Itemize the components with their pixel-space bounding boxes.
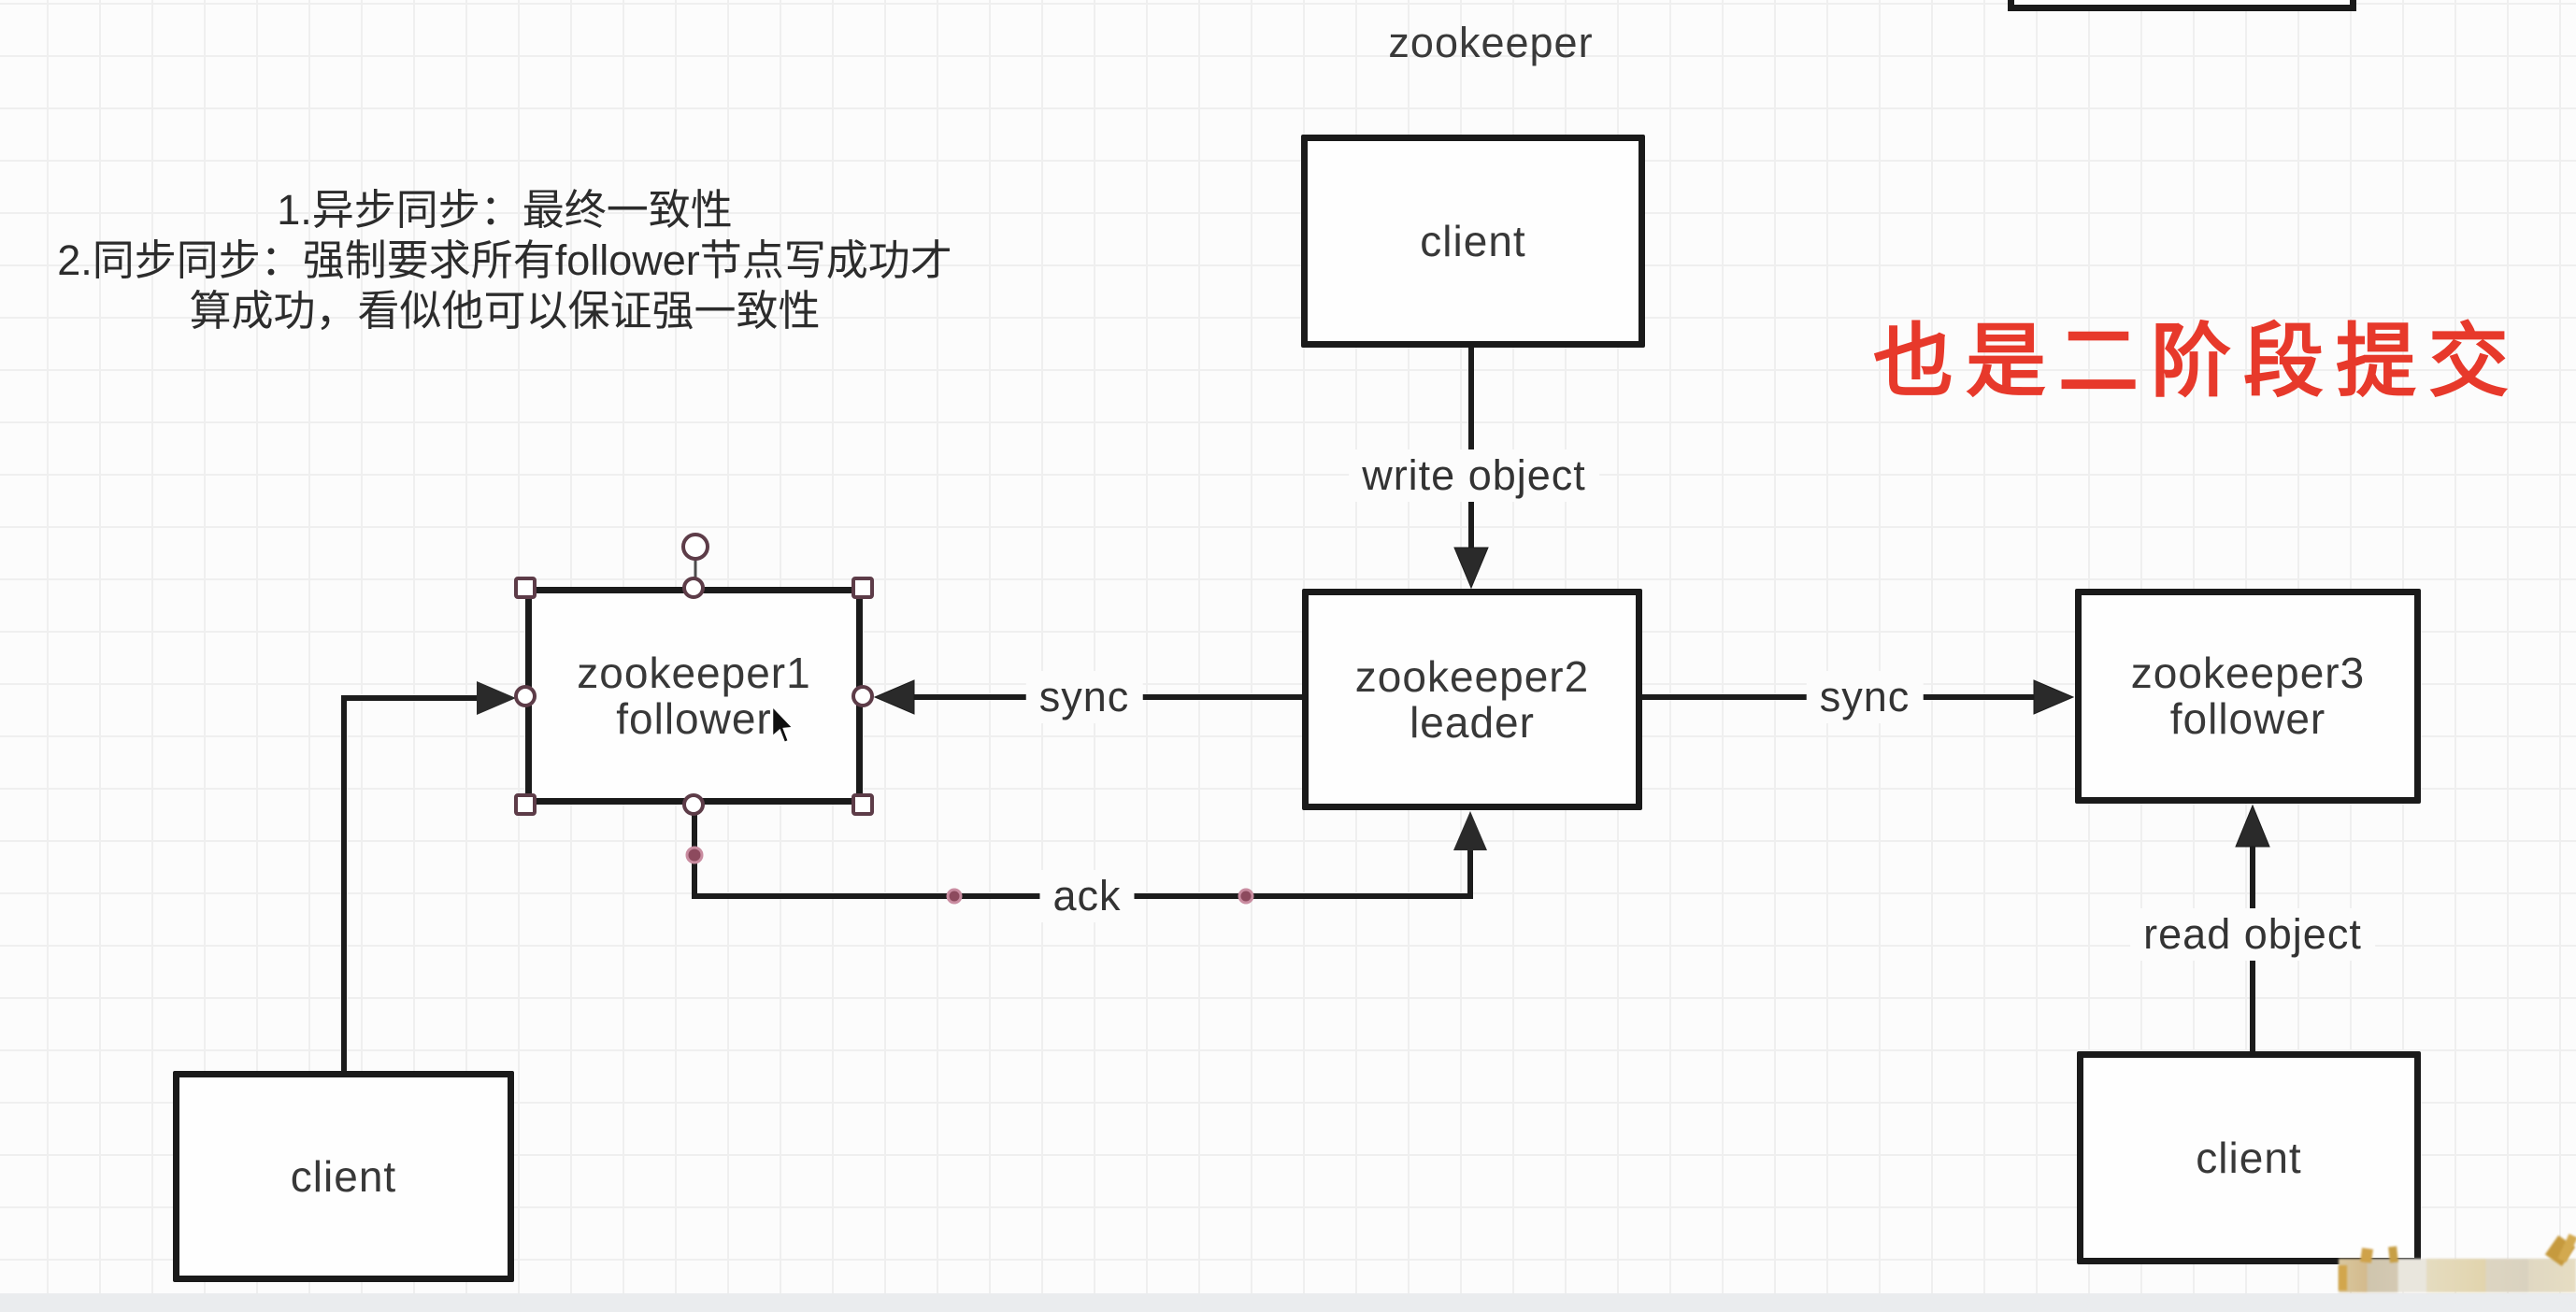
- node-client-top[interactable]: client: [1301, 135, 1645, 348]
- edge-label-sync-right[interactable]: sync: [1806, 671, 1924, 723]
- node-client-right-label: client: [2196, 1133, 2302, 1182]
- edge-label-read-object[interactable]: read object: [2130, 908, 2375, 961]
- node-zk3-line2: follower: [2169, 694, 2326, 743]
- note-line-2: 2.同步同步：强制要求所有follower节点写成功才: [57, 236, 952, 284]
- note-line-3: 算成功，看似他可以保证强一致性: [189, 287, 821, 335]
- diagram-title[interactable]: zookeeper: [1388, 19, 1594, 66]
- node-client-left[interactable]: client: [173, 1071, 514, 1282]
- watermark-glyph-tip: [2339, 1265, 2347, 1291]
- node-zookeeper1-follower[interactable]: zookeeper1 follower: [525, 587, 863, 805]
- node-zookeeper2-leader[interactable]: zookeeper2 leader: [1302, 589, 1642, 810]
- node-partial-offscreen[interactable]: [2008, 0, 2356, 11]
- node-zk2-line1: zookeeper2: [1354, 651, 1590, 701]
- note-line-1: 1.异步同步：最终一致性: [277, 186, 733, 234]
- red-annotation: 也是二阶段提交: [1873, 317, 2521, 406]
- edge-label-write-object[interactable]: write object: [1349, 449, 1599, 502]
- edge-label-ack[interactable]: ack: [1039, 870, 1135, 922]
- edge-label-sync-left[interactable]: sync: [1025, 671, 1143, 723]
- note-text-block[interactable]: 1.异步同步：最终一致性 2.同步同步：强制要求所有follower节点写成功才…: [5, 185, 1005, 336]
- node-client-top-label: client: [1420, 216, 1526, 265]
- edge-client-left-to-zk1[interactable]: [341, 681, 516, 1073]
- watermark: [2339, 1259, 2576, 1292]
- node-zk2-line2: leader: [1410, 697, 1535, 747]
- watermark-glyph-tip: [2388, 1246, 2398, 1263]
- node-zk3-line1: zookeeper3: [2130, 649, 2366, 697]
- node-client-right[interactable]: client: [2077, 1051, 2421, 1264]
- node-zookeeper3-follower[interactable]: zookeeper3 follower: [2075, 589, 2421, 804]
- watermark-glyph-tip: [2360, 1248, 2373, 1263]
- node-zk1-line2: follower: [616, 693, 772, 743]
- node-client-left-label: client: [290, 1151, 397, 1201]
- node-zk1-line1: zookeeper1: [577, 648, 811, 697]
- bottom-gray-strip: [0, 1293, 2576, 1312]
